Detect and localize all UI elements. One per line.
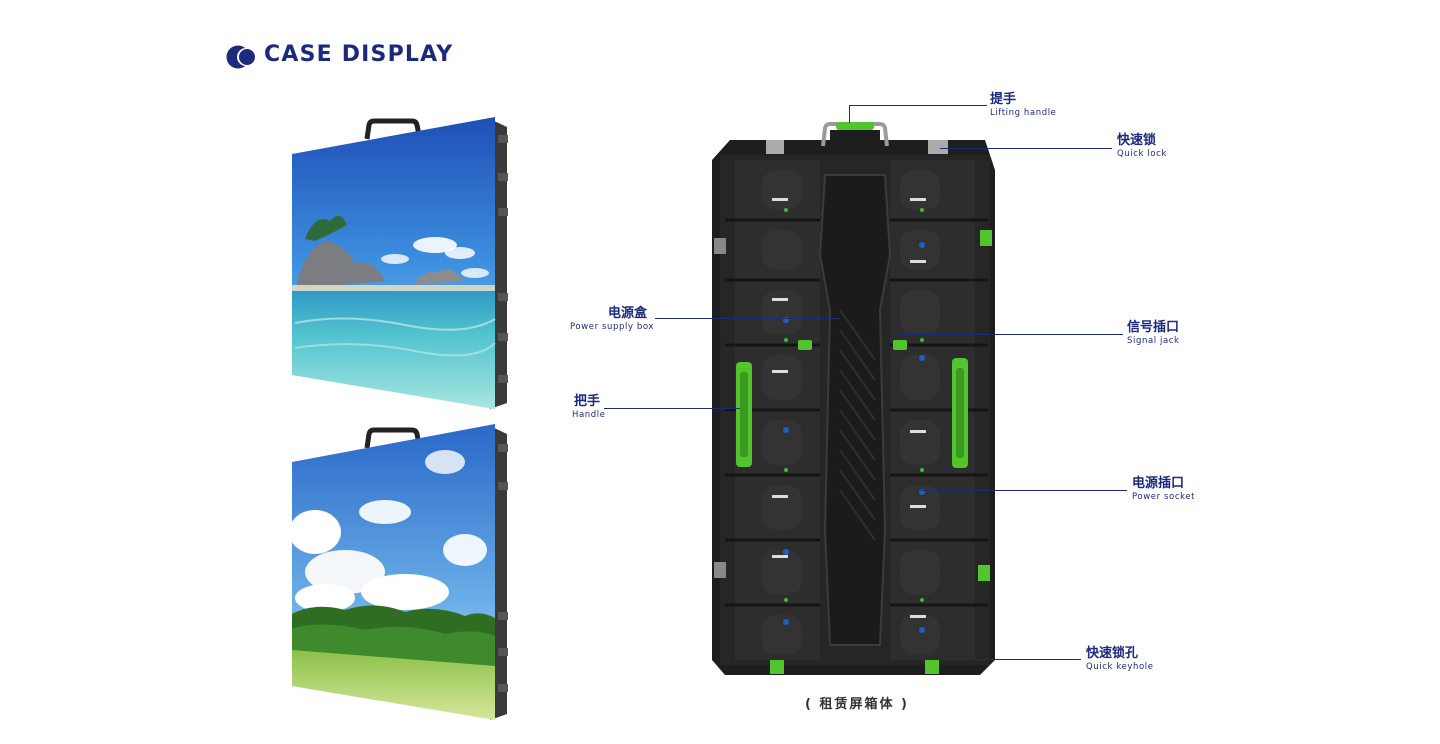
- quick-lock-label-cn: 快速锁: [1117, 133, 1157, 148]
- power-supply-box-label-cn: 电源盒: [608, 306, 648, 321]
- quick-lock-label-en: Quick lock: [1117, 149, 1167, 159]
- power-supply-box-label-en: Power supply box: [570, 322, 655, 332]
- led-panel-beach-image: [292, 117, 508, 409]
- quick-keyhole-label-en: Quick keyhole: [1086, 662, 1154, 672]
- quick-lock-leader: [940, 148, 1112, 150]
- handle-leader: [604, 408, 740, 410]
- power-socket-label-en: Power socket: [1132, 492, 1196, 502]
- lifting-handle-leader: [849, 105, 987, 107]
- signal-jack-label-en: Signal jack: [1127, 336, 1180, 346]
- signal-jack-label-cn: 信号插口: [1127, 320, 1180, 335]
- rental-cabinet-back-image: [712, 122, 995, 675]
- quick-keyhole-leader: [935, 659, 1081, 661]
- handle-label-en: Handle: [572, 410, 606, 420]
- quick-keyhole-label-cn: 快速锁孔: [1086, 646, 1139, 661]
- power-socket-label-cn: 电源插口: [1132, 476, 1185, 491]
- led-panel-meadow-image: [289, 424, 508, 720]
- signal-jack-leader: [897, 334, 1123, 336]
- power-socket-leader: [921, 490, 1127, 492]
- lifting-handle-leader-v: [849, 105, 851, 123]
- logo-icon: [226, 45, 255, 69]
- handle-label-cn: 把手: [574, 394, 601, 409]
- cabinet-caption: ( 租赁屏箱体 ): [805, 697, 909, 712]
- lifting-handle-label-en: Lifting handle: [990, 108, 1057, 118]
- page-title: CASE DISPLAY: [264, 42, 454, 67]
- power-supply-box-leader: [655, 318, 840, 320]
- lifting-handle-label-cn: 提手: [990, 92, 1017, 107]
